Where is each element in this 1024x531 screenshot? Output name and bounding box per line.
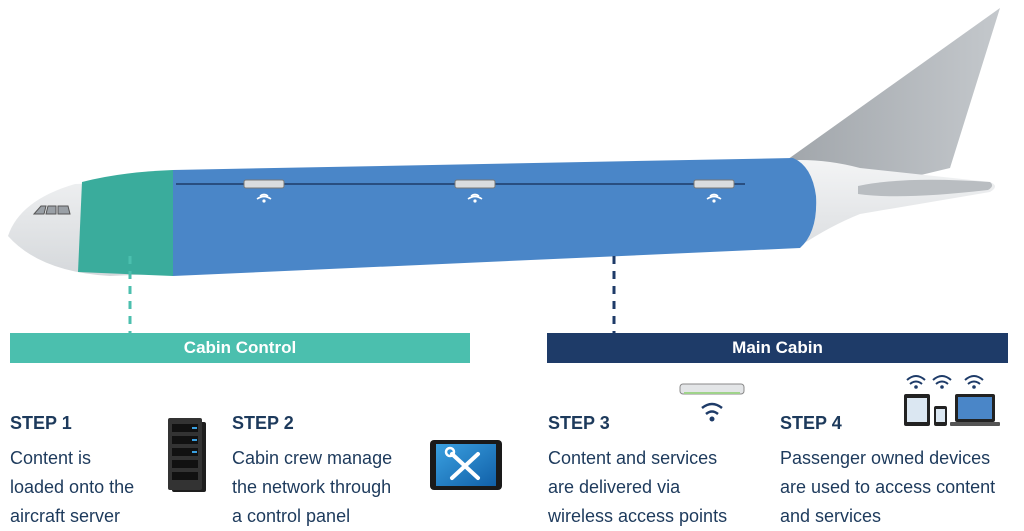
cabin-control-section xyxy=(78,170,173,276)
step-4-title: STEP 4 xyxy=(780,413,842,433)
tail-fin xyxy=(770,8,1000,180)
access-point-1-icon xyxy=(243,179,285,203)
cabin-control-bar: Cabin Control xyxy=(10,333,470,363)
main-cabin-bar: Main Cabin xyxy=(547,333,1008,363)
step-3-title: STEP 3 xyxy=(548,413,610,433)
step-1-text: Content is loaded onto the aircraft serv… xyxy=(10,448,135,526)
airplane xyxy=(8,8,1000,276)
horizontal-stabilizer xyxy=(858,179,993,197)
step-2-title: STEP 2 xyxy=(232,413,294,433)
step-3-text: Content and services are delivered via w… xyxy=(548,448,728,526)
server-icon xyxy=(168,418,206,492)
access-point-2-icon xyxy=(454,179,496,203)
step-1-title: STEP 1 xyxy=(10,413,72,433)
cockpit-windows-icon xyxy=(32,205,71,215)
passenger-devices-icon xyxy=(904,375,1000,426)
access-point-3-icon xyxy=(693,179,735,203)
control-panel-tablet-icon xyxy=(430,440,502,490)
wireless-access-point-icon xyxy=(679,383,745,422)
main-cabin-section xyxy=(173,158,817,276)
step-4-text: Passenger owned devices are used to acce… xyxy=(780,448,996,526)
step-2-text: Cabin crew manage the network through a … xyxy=(232,448,393,526)
